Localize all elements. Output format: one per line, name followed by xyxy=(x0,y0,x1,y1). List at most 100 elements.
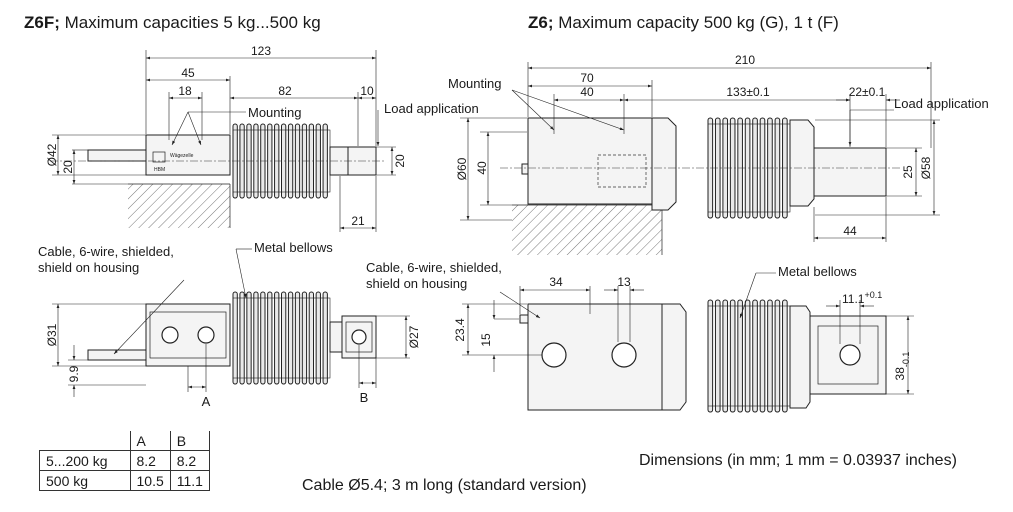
z6f-cable-label-line1: Cable, 6-wire, shielded, xyxy=(38,244,174,259)
z6f-cable-label-line2: shield on housing xyxy=(38,260,139,275)
z6f-top-dims: Cable, 6-wire, shielded, shield on housi… xyxy=(38,240,421,409)
z6f-sticker-logo xyxy=(152,151,166,163)
z6f-dim-d31: Ø31 xyxy=(45,323,59,346)
z6-metal-bellows-label: Metal bellows xyxy=(778,264,857,279)
table-header-row: A B xyxy=(39,431,210,451)
bellows-rib xyxy=(767,299,773,413)
z6-dim-22: 22±0.1 xyxy=(849,85,886,99)
z6f-top-cable xyxy=(87,349,147,361)
z6-cable-label-line2: shield on housing xyxy=(366,276,467,291)
z6f-side-view: HBM Wägezelle xyxy=(50,123,386,228)
z6f-dim-45: 45 xyxy=(181,66,195,80)
cable-note: Cable Ø5.4; 3 m long (standard version) xyxy=(302,477,587,494)
z6f-dim-20-left: 20 xyxy=(61,160,75,174)
bellows-rib xyxy=(260,291,266,385)
z6-mounting-hole-1 xyxy=(541,342,567,368)
z6f-dim-a: A xyxy=(202,394,211,409)
z6-dim-11-1: 11.1+0.1 xyxy=(842,290,882,306)
z6-dim-d60: Ø60 xyxy=(455,157,469,180)
bellows-rib xyxy=(722,299,729,413)
capacity-table: A B 5...200 kg 8.2 8.2 500 kg 10.5 11.1 xyxy=(39,431,210,491)
z6f-metal-bellows-label: Metal bellows xyxy=(254,240,333,255)
z6f-dim-d42: Ø42 xyxy=(45,143,59,166)
z6-dim-23-4: 23.4 xyxy=(453,318,467,342)
z6-cable-label-line1: Cable, 6-wire, shielded, xyxy=(366,260,502,275)
z6-dim-70: 70 xyxy=(580,71,594,85)
z6f-load-pin xyxy=(347,146,377,176)
z6-top-bellows xyxy=(707,299,791,413)
table-header-cell: B xyxy=(169,431,210,451)
z6f-dim-82: 82 xyxy=(278,84,292,98)
z6f-top-view xyxy=(87,291,377,385)
z6f-mounting-hole-1 xyxy=(161,326,179,344)
z6-mounting-label: Mounting xyxy=(448,76,501,91)
table-cell: 500 kg xyxy=(39,470,131,491)
bellows-rib xyxy=(322,291,328,385)
table-cell: 11.1 xyxy=(169,470,210,491)
z6-load-pin xyxy=(813,147,887,197)
z6f-dim-20-right: 20 xyxy=(393,154,407,168)
bellows-rib xyxy=(774,299,781,413)
bellows-rib xyxy=(315,291,321,385)
z6-dim-38: 38-0.1 xyxy=(893,352,911,381)
z6-dim-44: 44 xyxy=(843,224,857,238)
table-row: 5...200 kg 8.2 8.2 xyxy=(39,450,210,471)
bellows-rib xyxy=(744,299,751,413)
z6f-wall-hatch xyxy=(128,184,230,228)
z6-dim-25: 25 xyxy=(901,165,915,179)
bellows-rib xyxy=(294,291,301,385)
bellows-rib xyxy=(287,291,294,385)
bellows-rib xyxy=(239,291,245,385)
bellows-rib xyxy=(267,291,273,385)
bellows-rib xyxy=(782,299,788,413)
z6-dim-133: 133±0.1 xyxy=(726,85,770,99)
z6-bellows xyxy=(707,117,791,219)
z6f-top-housing xyxy=(145,303,231,367)
z6-dim-13: 13 xyxy=(617,275,631,289)
bellows-rib xyxy=(752,299,758,413)
bellows-rib xyxy=(308,291,315,385)
z6f-load-hole xyxy=(351,329,367,345)
table-cell: 10.5 xyxy=(129,470,171,491)
z6-top-dims: Cable, 6-wire, shielded, shield on housi… xyxy=(366,260,914,395)
z6f-title: Z6F; Maximum capacities 5 kg...500 kg xyxy=(24,13,321,32)
table-header-cell: A xyxy=(129,431,171,451)
bellows-rib xyxy=(737,299,743,413)
z6f-top-bellows xyxy=(232,291,331,385)
z6-title: Z6; Maximum capacity 500 kg (G), 1 t (F) xyxy=(528,13,839,32)
z6-load-application-label: Load application xyxy=(894,96,989,111)
z6-body xyxy=(527,117,653,205)
z6-dim-d58: Ø58 xyxy=(919,156,933,179)
z6f-mounting-hole-2 xyxy=(197,326,215,344)
bellows-rib xyxy=(759,299,766,413)
table-header-cell xyxy=(39,431,131,451)
z6-dim-40-left: 40 xyxy=(475,161,489,175)
z6-side-dims: 210 70 40 133±0.1 22±0.1 Load applicatio… xyxy=(448,53,989,242)
bellows-rib xyxy=(707,299,714,413)
z6f-mounting-label: Mounting xyxy=(248,105,301,120)
bellows-rib xyxy=(253,291,259,385)
z6-dim-15: 15 xyxy=(479,333,493,347)
z6f-sticker-brand: HBM xyxy=(154,167,165,173)
z6-wall-hatch xyxy=(512,205,662,255)
z6f-side-dims: 123 45 18 82 10 Mounting Load applicatio… xyxy=(45,44,479,232)
table-cell: 5...200 kg xyxy=(39,450,131,471)
z6f-dim-123: 123 xyxy=(251,44,271,58)
z6f-dim-18: 18 xyxy=(178,84,192,98)
z6f-dim-10: 10 xyxy=(360,84,374,98)
bellows-rib xyxy=(274,291,280,385)
z6-top-view xyxy=(519,299,887,413)
table-cell: 8.2 xyxy=(129,450,171,471)
z6f-cable xyxy=(87,149,147,162)
z6f-sticker-text: Wägezelle xyxy=(170,153,194,159)
z6f-housing xyxy=(145,134,231,176)
z6f-dim-b: B xyxy=(360,390,369,405)
units-note: Dimensions (in mm; 1 mm = 0.03937 inches… xyxy=(639,452,957,469)
z6-dim-210: 210 xyxy=(735,53,755,67)
z6f-load-application-label: Load application xyxy=(384,101,479,116)
z6f-dim-9-9: 9.9 xyxy=(67,365,81,382)
table-cell: 8.2 xyxy=(169,450,210,471)
z6-load-hole xyxy=(839,344,861,366)
bellows-rib xyxy=(301,291,308,385)
